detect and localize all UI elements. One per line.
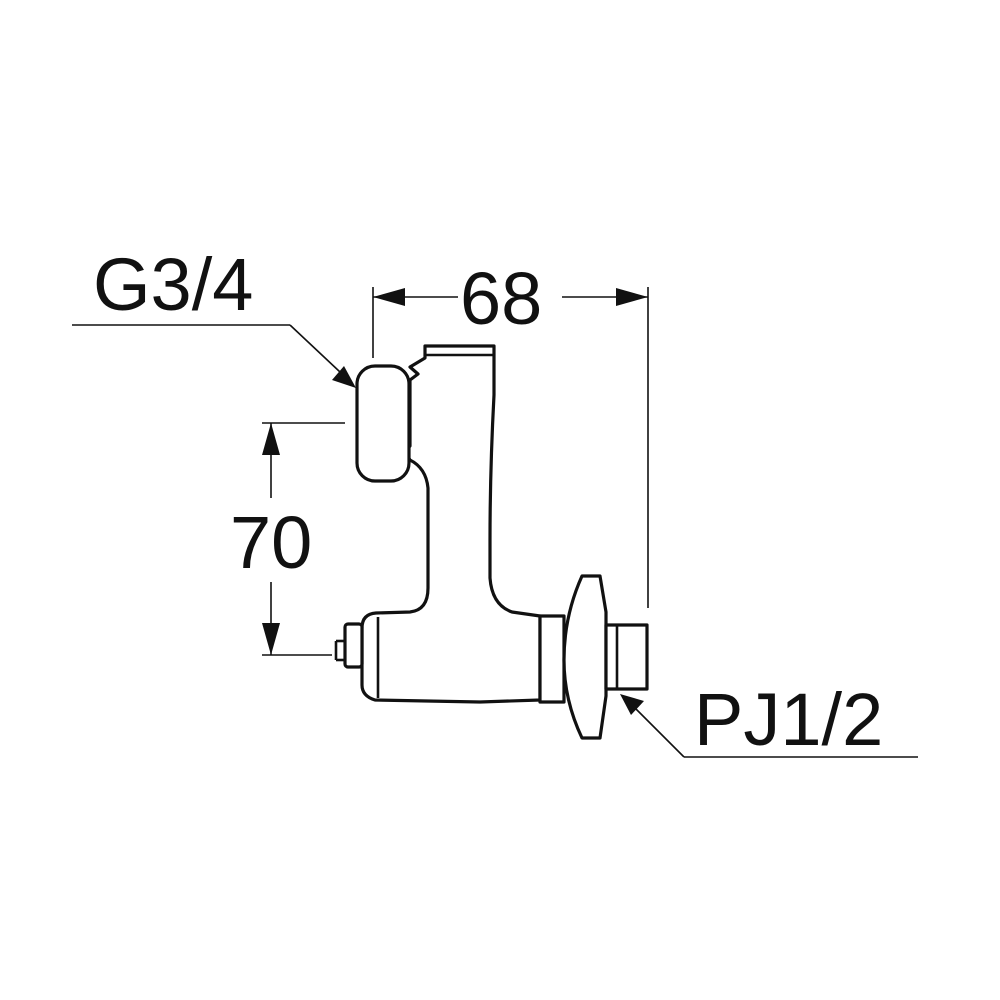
valve-body <box>334 344 649 740</box>
thread-label-pj12: PJ1/2 <box>694 678 883 761</box>
dimension-68 <box>372 287 649 608</box>
leader-pj12 <box>620 694 918 758</box>
dimension-label-68: 68 <box>460 257 542 340</box>
dimension-70 <box>262 422 345 656</box>
thread-label-g34: G3/4 <box>93 243 253 326</box>
dimension-label-70: 70 <box>230 501 312 584</box>
leader-g34 <box>72 324 356 388</box>
